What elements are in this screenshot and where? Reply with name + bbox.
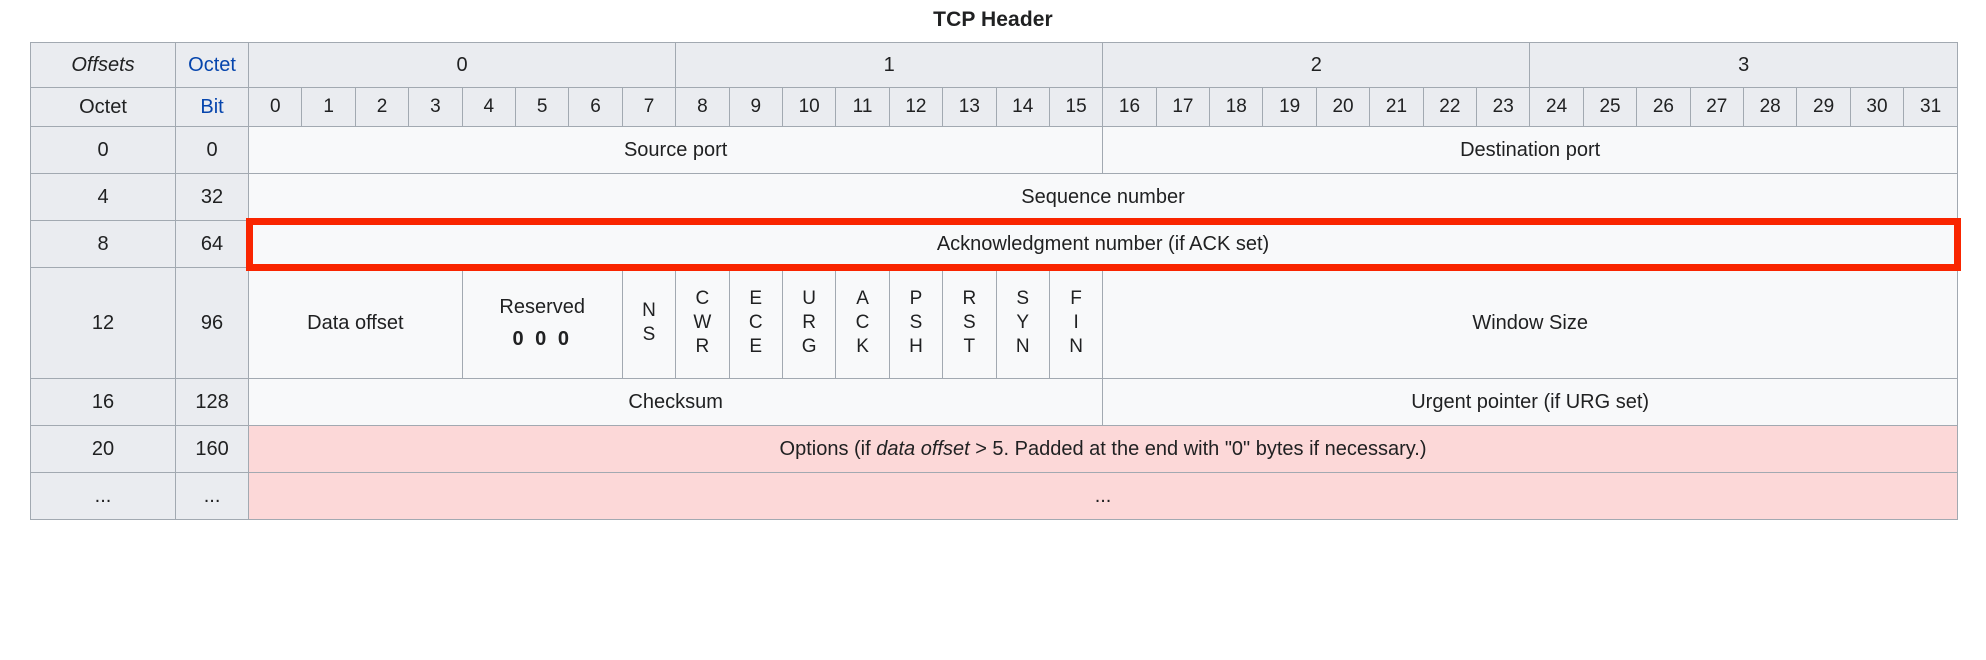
bit-number: 7	[621, 87, 677, 127]
octet-group-1: 1	[675, 42, 1104, 88]
bit-number: 3	[408, 87, 463, 127]
table-container: Offsets Octet 0 1 2 3 Octet Bit 0 1 2 3 …	[0, 42, 1986, 520]
field-destination-port: Destination port	[1102, 126, 1958, 174]
bit-header: Bit	[175, 87, 250, 127]
bit-number: 25	[1582, 87, 1638, 127]
options-text-italic: data offset	[876, 437, 970, 460]
offset-octet: 8	[29, 220, 177, 268]
table-row: 0 0 Source port Destination port	[29, 126, 1958, 174]
offsets-header: Offsets	[29, 42, 177, 88]
options-text-post: > 5. Padded at the end with "0" bytes if…	[969, 437, 1427, 460]
bit-number: 21	[1369, 87, 1424, 127]
bit-number: 4	[461, 87, 517, 127]
offset-octet: 0	[29, 126, 177, 174]
bit-number: 1	[301, 87, 356, 127]
bit-number: 11	[835, 87, 890, 127]
table-row-options-continued: ... ... ...	[29, 472, 1958, 520]
field-options-ellipsis: ...	[248, 472, 1958, 520]
bit-number: 9	[728, 87, 783, 127]
field-checksum: Checksum	[248, 378, 1104, 426]
table-row-acknowledgment: 8 64 Acknowledgment number (if ACK set)	[29, 220, 1958, 268]
bit-number: 2	[354, 87, 410, 127]
offset-bit: 96	[175, 267, 250, 379]
bit-number: 8	[675, 87, 730, 127]
page-title: TCP Header	[933, 8, 1053, 31]
bit-number: 27	[1689, 87, 1744, 127]
offset-bit: 64	[175, 220, 250, 268]
offset-bit: 0	[175, 126, 250, 174]
offset-octet: 16	[29, 378, 177, 426]
bit-number: 22	[1422, 87, 1478, 127]
bit-number: 15	[1048, 87, 1104, 127]
field-reserved: Reserved 0 0 0	[461, 267, 623, 379]
table-row: 16 128 Checksum Urgent pointer (if URG s…	[29, 378, 1958, 426]
bit-number: 17	[1155, 87, 1211, 127]
header-row-octets: Offsets Octet 0 1 2 3	[29, 42, 1958, 88]
bit-number: 30	[1849, 87, 1905, 127]
octet-group-0: 0	[248, 42, 677, 88]
bit-number: 13	[942, 87, 997, 127]
bit-number: 24	[1529, 87, 1584, 127]
bit-number: 12	[888, 87, 944, 127]
bit-number: 0	[248, 87, 303, 127]
bit-number: 23	[1476, 87, 1531, 127]
octet-group-3: 3	[1529, 42, 1958, 88]
field-urgent-pointer: Urgent pointer (if URG set)	[1102, 378, 1958, 426]
bit-number: 31	[1903, 87, 1958, 127]
offset-octet: 4	[29, 173, 177, 221]
tcp-header-table: Offsets Octet 0 1 2 3 Octet Bit 0 1 2 3 …	[29, 42, 1958, 520]
octet-row-label: Octet	[29, 87, 177, 127]
offset-bit: 160	[175, 425, 250, 473]
field-sequence-number: Sequence number	[248, 173, 1958, 221]
field-window-size: Window Size	[1102, 267, 1958, 379]
reserved-bits: 0 0 0	[512, 327, 572, 350]
field-acknowledgment-number: Acknowledgment number (if ACK set)	[248, 220, 1958, 268]
reserved-label: Reserved	[499, 295, 585, 318]
bit-number: 28	[1742, 87, 1798, 127]
bit-number: 10	[781, 87, 837, 127]
table-row: 4 32 Sequence number	[29, 173, 1958, 221]
octet-header: Octet	[175, 42, 250, 88]
field-source-port: Source port	[248, 126, 1104, 174]
octet-group-2: 2	[1102, 42, 1531, 88]
bit-number: 6	[568, 87, 623, 127]
bit-number: 19	[1262, 87, 1317, 127]
bit-number: 26	[1636, 87, 1691, 127]
offset-octet: 20	[29, 425, 177, 473]
options-text-pre: Options (if	[779, 437, 877, 460]
bit-number: 18	[1209, 87, 1264, 127]
header-row-bits: Octet Bit 0 1 2 3 4 5 6 7 8 9 10 11 12 1…	[29, 87, 1958, 127]
bit-number: 14	[995, 87, 1050, 127]
offset-octet: ...	[29, 472, 177, 520]
bit-number: 20	[1315, 87, 1371, 127]
field-options: Options (if data offset > 5. Padded at t…	[248, 425, 1958, 473]
field-data-offset: Data offset	[248, 267, 463, 379]
bit-number: 29	[1796, 87, 1851, 127]
table-row-options: 20 160 Options (if data offset > 5. Padd…	[29, 425, 1958, 473]
offset-bit: 128	[175, 378, 250, 426]
offset-bit: ...	[175, 472, 250, 520]
bit-number: 5	[514, 87, 570, 127]
offset-octet: 12	[29, 267, 177, 379]
offset-bit: 32	[175, 173, 250, 221]
bit-number: 16	[1102, 87, 1157, 127]
